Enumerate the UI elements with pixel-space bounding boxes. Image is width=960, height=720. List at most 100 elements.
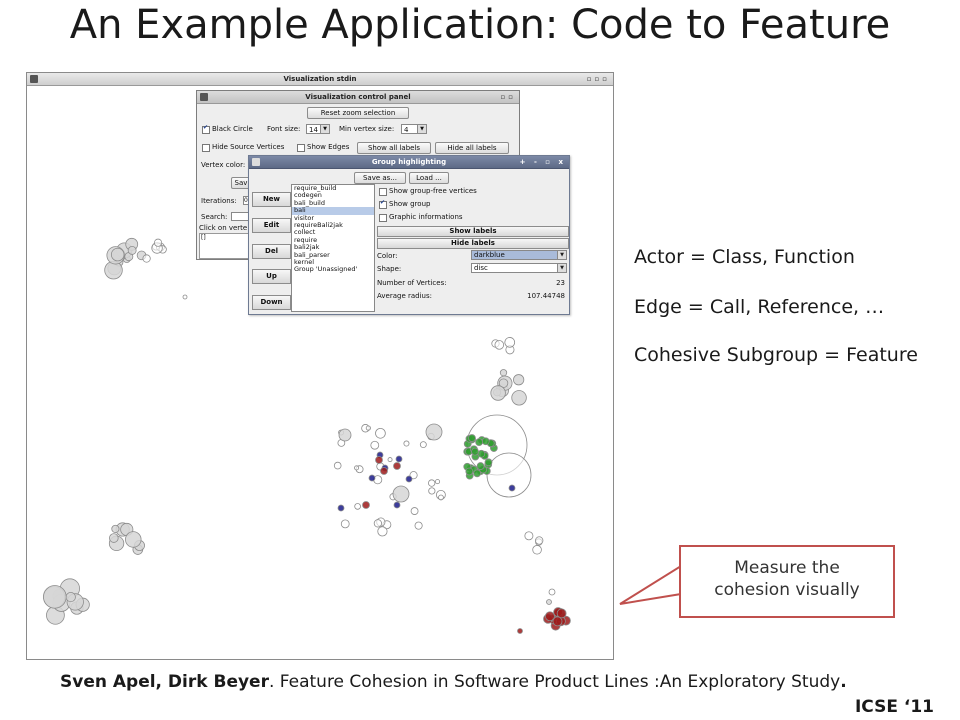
list-item[interactable]: require_build (294, 184, 337, 192)
graph-node[interactable] (153, 238, 163, 247)
group-node-green[interactable] (473, 469, 482, 478)
hide-all-labels-button[interactable]: Hide all labels (435, 142, 509, 154)
group-node-darkred[interactable] (393, 462, 401, 470)
graph-node[interactable] (142, 254, 151, 263)
graph-node[interactable] (535, 536, 544, 545)
graph-node[interactable] (425, 423, 443, 441)
window-controls-icon[interactable]: ▫▫▫ (586, 75, 610, 83)
group-node-green[interactable] (465, 467, 474, 476)
graph-node[interactable] (370, 440, 380, 450)
graph-node[interactable] (548, 588, 556, 596)
graph-node[interactable] (110, 247, 125, 262)
group-node-green[interactable] (475, 438, 484, 447)
group-node-darkred[interactable] (552, 616, 563, 627)
list-item[interactable]: require (294, 235, 318, 244)
graph-node[interactable] (43, 585, 67, 609)
reset-zoom-button[interactable]: Reset zoom selection (307, 107, 409, 119)
shape-select[interactable]: disc▼ (471, 263, 567, 273)
group-node-darkred[interactable] (375, 456, 383, 464)
save-as-button[interactable]: Save as... (354, 172, 406, 184)
graph-node[interactable] (338, 428, 352, 442)
group-node-darkblue[interactable] (337, 504, 345, 512)
window-controls-icon[interactable]: ▫▫ (500, 93, 516, 101)
group-node-green[interactable] (468, 434, 476, 442)
graph-node[interactable] (435, 479, 441, 485)
chevron-down-icon[interactable]: ▼ (417, 125, 426, 133)
graph-node[interactable] (375, 427, 386, 439)
group-node-darkred[interactable] (517, 628, 523, 634)
graph-node[interactable] (511, 390, 527, 406)
group-node-darkred[interactable] (380, 467, 388, 475)
list-item[interactable]: collect (294, 228, 316, 237)
show-group-checkbox[interactable] (379, 199, 387, 209)
group-highlighting-dialog[interactable]: Group highlighting + - ▫ x Save as... Lo… (248, 155, 570, 315)
hide-labels-button[interactable]: Hide labels (377, 238, 569, 249)
control-panel-titlebar[interactable]: Visualization control panel ▫▫ (197, 91, 519, 104)
graph-node[interactable] (387, 457, 393, 463)
black-circle-checkbox[interactable] (202, 124, 210, 134)
graph-node[interactable] (182, 294, 188, 300)
graphic-info-checkbox[interactable] (379, 214, 387, 222)
graph-node[interactable] (524, 531, 534, 541)
graph-node[interactable] (340, 519, 350, 529)
show-labels-button[interactable]: Show labels (377, 226, 569, 237)
graph-node[interactable] (410, 507, 419, 515)
group-node-darkred[interactable] (545, 611, 555, 622)
list-item[interactable]: bali_parser (294, 250, 330, 259)
group-node-darkblue[interactable] (508, 484, 516, 492)
graph-node[interactable] (438, 494, 444, 501)
delete-group-button[interactable]: Del (252, 244, 291, 259)
chevron-down-icon[interactable]: ▼ (320, 125, 329, 133)
load-button[interactable]: Load ... (409, 172, 449, 184)
graph-node[interactable] (125, 531, 142, 548)
edit-group-button[interactable]: Edit (252, 218, 291, 233)
chevron-down-icon[interactable]: ▼ (557, 251, 566, 259)
group-node-green[interactable] (476, 462, 485, 470)
graph-node[interactable] (428, 487, 436, 495)
list-item[interactable]: Group 'Unassigned' (294, 265, 358, 274)
group-node-darkblue[interactable] (368, 474, 376, 482)
list-item[interactable]: codegen (294, 191, 322, 200)
window-controls-icon[interactable]: + - ▫ x (519, 158, 566, 166)
chevron-down-icon[interactable]: ▼ (557, 264, 566, 272)
graph-node[interactable] (111, 524, 120, 533)
graph-node[interactable] (354, 503, 361, 510)
list-item-selected[interactable]: bali (292, 206, 374, 215)
new-group-button[interactable]: New (252, 192, 291, 207)
graph-node[interactable] (414, 521, 423, 530)
group-node-green[interactable] (481, 437, 490, 446)
group-list[interactable]: require_build codegen bali_build bali vi… (291, 184, 375, 312)
graph-node[interactable] (504, 337, 516, 348)
min-vertex-spinner[interactable]: 4▼ (401, 124, 427, 134)
graph-node[interactable] (498, 378, 509, 388)
graph-node[interactable] (403, 440, 410, 447)
graph-node[interactable] (354, 465, 360, 471)
list-item[interactable]: visitor (294, 213, 315, 222)
list-item[interactable]: bali_build (294, 198, 325, 207)
color-select[interactable]: darkblue▼ (471, 250, 567, 260)
graph-node[interactable] (373, 519, 382, 528)
list-item[interactable]: bali2jak (294, 243, 320, 252)
group-node-darkred[interactable] (556, 608, 567, 619)
hide-source-checkbox[interactable] (202, 144, 210, 152)
graph-node[interactable] (333, 461, 342, 470)
group-node-darkblue[interactable] (395, 455, 403, 463)
group-node-darkblue[interactable] (393, 501, 401, 509)
group-node-green[interactable] (471, 447, 479, 456)
graph-node[interactable] (546, 599, 552, 605)
graph-node[interactable] (392, 485, 410, 503)
graph-node[interactable] (486, 452, 532, 498)
graph-node[interactable] (532, 545, 542, 555)
graph-node[interactable] (109, 533, 119, 543)
move-up-button[interactable]: Up (252, 269, 291, 284)
graph-node[interactable] (513, 374, 525, 386)
group-node-green[interactable] (484, 458, 493, 467)
group-node-darkblue[interactable] (405, 475, 413, 483)
visualization-titlebar[interactable]: Visualization stdin ▫▫▫ (27, 73, 613, 86)
show-group-free-checkbox[interactable] (379, 188, 387, 196)
list-item[interactable]: requireBali2jak (294, 221, 343, 230)
graph-canvas[interactable] (27, 85, 613, 659)
show-all-labels-button[interactable]: Show all labels (357, 142, 431, 154)
graph-node[interactable] (365, 425, 371, 431)
move-down-button[interactable]: Down (252, 295, 291, 310)
